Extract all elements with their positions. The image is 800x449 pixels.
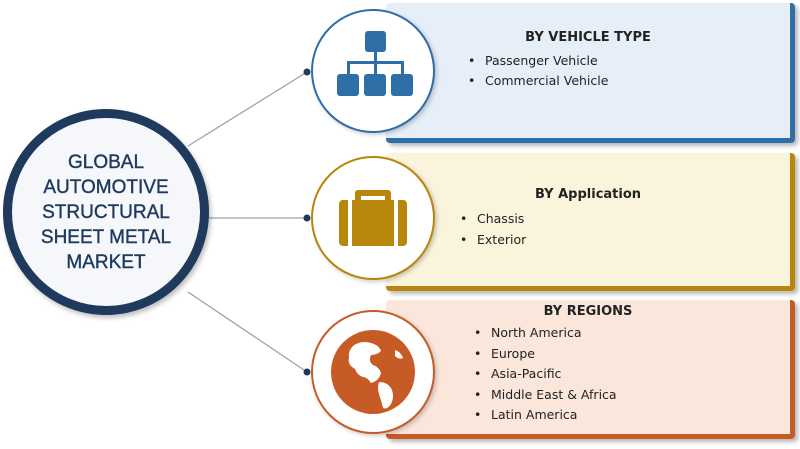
list-item: Exterior [460,229,526,250]
regions-icon-circle [311,310,435,434]
briefcase-icon [339,190,407,246]
globe-icon [331,330,415,414]
list-item: Middle East & Africa [474,385,617,406]
panel-title-regions: BY REGIONS [543,304,633,319]
panel-regions: BY REGIONS North America Europe Asia-Pac… [386,300,795,439]
list-item: Passenger Vehicle [468,51,608,71]
panel-application: BY Application Chassis Exterior [386,153,795,291]
list-item: Latin America [474,405,617,426]
application-list: Chassis Exterior [460,208,526,250]
vehicle-type-list: Passenger Vehicle Commercial Vehicle [468,51,608,91]
hierarchy-icon [337,31,413,96]
market-circle: GLOBAL AUTOMOTIVE STRUCTURAL SHEET METAL… [3,109,209,315]
vehicle-type-icon-circle [311,9,435,133]
panel-vehicle-type: BY VEHICLE TYPE Passenger Vehicle Commer… [386,3,795,143]
connector-dot [303,368,311,376]
list-item: Commercial Vehicle [468,71,608,91]
panel-title-application: BY Application [534,187,642,202]
list-item: Chassis [460,208,526,229]
list-item: Asia-Pacific [474,364,617,385]
connector-dot [303,214,311,222]
connector-dot [303,68,311,76]
market-title: GLOBAL AUTOMOTIVE STRUCTURAL SHEET METAL… [40,151,172,273]
regions-list: North America Europe Asia-Pacific Middle… [474,323,617,426]
list-item: Europe [474,344,617,365]
application-icon-circle [311,156,435,280]
list-item: North America [474,323,617,344]
panel-title-vehicle-type: BY VEHICLE TYPE [525,30,651,45]
